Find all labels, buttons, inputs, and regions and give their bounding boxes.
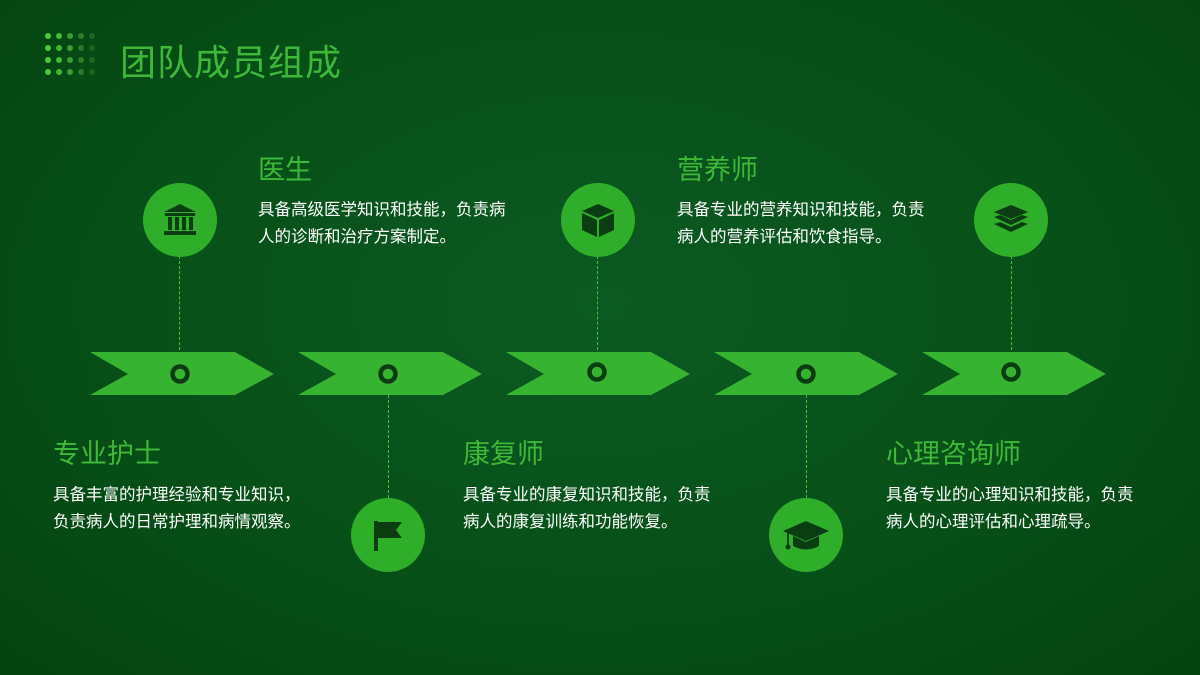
connector-rehab [597, 256, 598, 350]
connector-nutritionist [806, 395, 807, 498]
layers-icon [994, 205, 1028, 232]
timeline-node-5 [1001, 362, 1021, 382]
nurse-icon-circle [351, 498, 425, 572]
timeline-node-2 [378, 364, 398, 384]
connector-counselor [1011, 256, 1012, 350]
member-title-doctor: 医生 [258, 155, 312, 186]
doctor-icon-circle [143, 183, 217, 257]
member-desc-nurse: 具备丰富的护理经验和专业知识，负责病人的日常护理和病情观察。 [53, 485, 301, 531]
member-title-nurse: 专业护士 [53, 439, 161, 470]
member-desc-counselor: 具备专业的心理知识和技能，负责病人的心理评估和心理疏导。 [886, 485, 1134, 531]
nutritionist-icon-circle [769, 498, 843, 572]
member-title-rehab: 康复师 [463, 439, 544, 470]
graduation-cap-icon [783, 521, 829, 550]
rehab-icon-circle [561, 183, 635, 257]
timeline-arrow-5 [922, 352, 1106, 395]
connector-doctor [179, 256, 180, 350]
timeline-node-1 [170, 364, 190, 384]
timeline-arrow-3 [506, 352, 690, 395]
bank-icon [164, 204, 196, 235]
timeline-node-3 [587, 362, 607, 382]
page-title: 团队成员组成 [120, 43, 343, 84]
timeline-arrow-4 [714, 352, 898, 395]
member-title-counselor: 心理咨询师 [886, 439, 1021, 470]
member-desc-nutritionist: 具备专业的营养知识和技能，负责病人的营养评估和饮食指导。 [677, 200, 925, 246]
timeline-arrow-2 [298, 352, 482, 395]
timeline-arrow-1 [90, 352, 274, 395]
cube-icon [582, 204, 614, 237]
connector-nurse [388, 395, 389, 498]
counselor-icon-circle [974, 183, 1048, 257]
member-title-nutritionist: 营养师 [677, 155, 758, 186]
flag-icon [374, 521, 402, 551]
member-desc-rehab: 具备专业的康复知识和技能，负责病人的康复训练和功能恢复。 [463, 485, 711, 531]
timeline-node-4 [796, 364, 816, 384]
decorative-dot-grid [45, 33, 97, 77]
member-desc-doctor: 具备高级医学知识和技能，负责病人的诊断和治疗方案制定。 [258, 200, 506, 246]
